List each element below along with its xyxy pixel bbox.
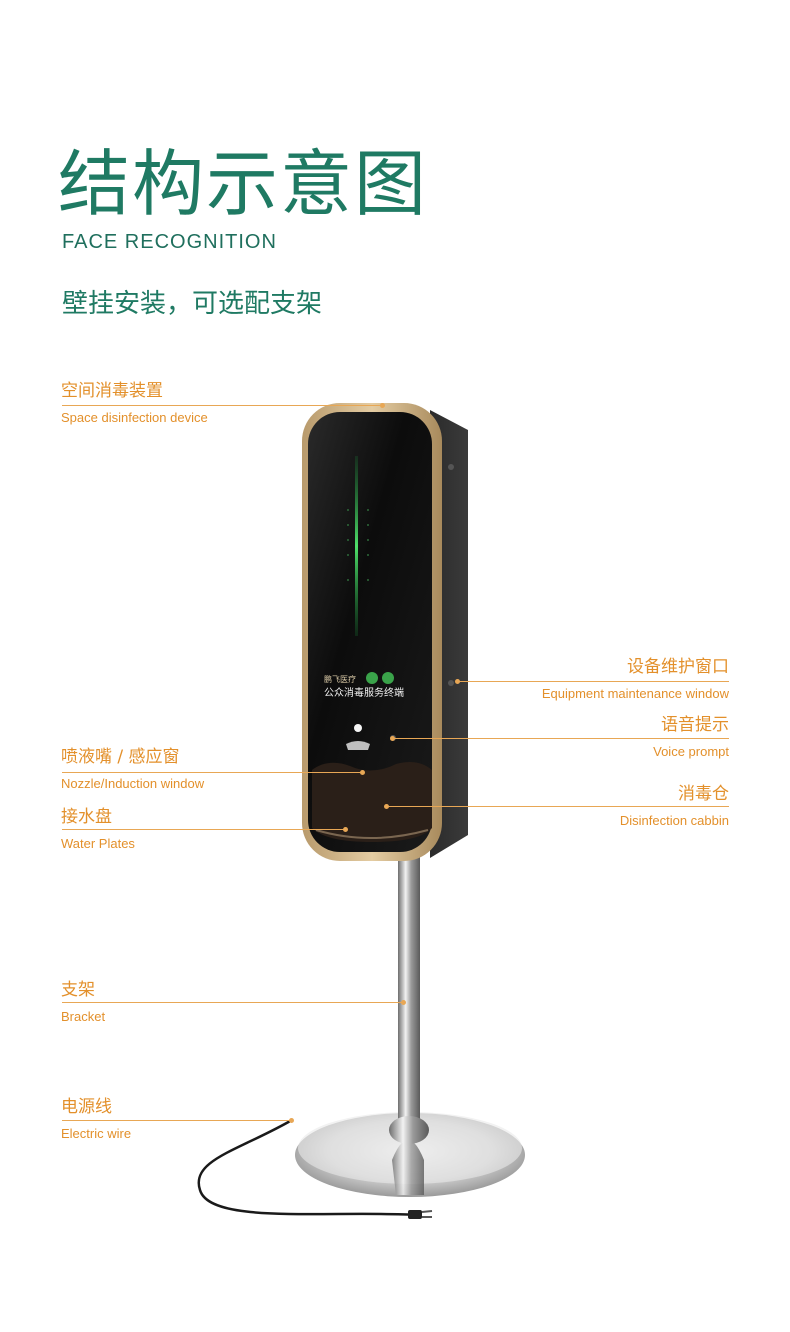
device-brand: 鹏飞医疗 xyxy=(324,674,356,684)
dot-voice xyxy=(390,736,395,741)
leader-cabin xyxy=(386,806,729,807)
dot-wire xyxy=(289,1118,294,1123)
callout-wire-en: Electric wire xyxy=(61,1126,132,1141)
leader-voice xyxy=(393,738,729,739)
dot-maint xyxy=(455,679,460,684)
callout-space-en: Space disinfection device xyxy=(61,410,208,425)
callout-bracket-cn: 支架 xyxy=(61,980,95,1000)
callout-maint-cn: 设备维护窗口 xyxy=(627,657,729,677)
disinfection-cabin xyxy=(312,762,432,842)
callout-nozzle-cn: 喷液嘴 / 感应窗 xyxy=(61,747,180,767)
device-panel xyxy=(308,412,432,852)
dot-cabin xyxy=(384,804,389,809)
callout-cabin-en: Disinfection cabbin xyxy=(619,813,729,828)
callout-voice-cn: 语音提示 xyxy=(661,715,729,735)
leader-water xyxy=(62,829,345,830)
callout-space: 空间消毒装置 Space disinfection device xyxy=(61,380,208,428)
dot-space xyxy=(380,403,385,408)
dot-bracket xyxy=(401,1000,406,1005)
page-subtitle: 壁挂安装，可选配支架 xyxy=(62,289,323,319)
leader-wire xyxy=(62,1120,292,1121)
leader-space xyxy=(62,405,382,406)
callout-water: 接水盘 Water Plates xyxy=(61,806,135,854)
callout-wire: 电源线 Electric wire xyxy=(61,1096,131,1144)
callout-bracket-en: Bracket xyxy=(61,1009,106,1024)
leader-bracket xyxy=(62,1002,404,1003)
dot-water xyxy=(343,827,348,832)
callout-water-en: Water Plates xyxy=(61,836,135,851)
callout-bracket: 支架 Bracket xyxy=(61,979,105,1027)
leader-maint xyxy=(457,681,729,682)
callout-cabin: 消毒仓 Disinfection cabbin xyxy=(620,783,729,831)
callout-voice: 语音提示 Voice prompt xyxy=(653,714,729,762)
dot-nozzle xyxy=(360,770,365,775)
stand-pole xyxy=(398,855,420,1125)
callout-nozzle: 喷液嘴 / 感应窗 Nozzle/Induction window xyxy=(61,746,204,794)
callout-water-cn: 接水盘 xyxy=(61,807,112,827)
callout-wire-cn: 电源线 xyxy=(61,1097,112,1117)
page-title: 结构示意图 xyxy=(58,142,429,226)
device-panel-text: 公众消毒服务终端 xyxy=(324,686,404,699)
callout-maint: 设备维护窗口 Equipment maintenance window xyxy=(542,656,729,704)
callout-space-cn: 空间消毒装置 xyxy=(61,381,163,401)
callout-maint-en: Equipment maintenance window xyxy=(541,686,729,701)
power-cable xyxy=(197,1118,421,1217)
callout-cabin-cn: 消毒仓 xyxy=(678,784,729,804)
leader-nozzle xyxy=(62,772,362,773)
callout-voice-en: Voice prompt xyxy=(653,744,729,759)
callout-nozzle-en: Nozzle/Induction window xyxy=(61,776,205,791)
page-title-en: FACE RECOGNITION xyxy=(62,231,277,253)
